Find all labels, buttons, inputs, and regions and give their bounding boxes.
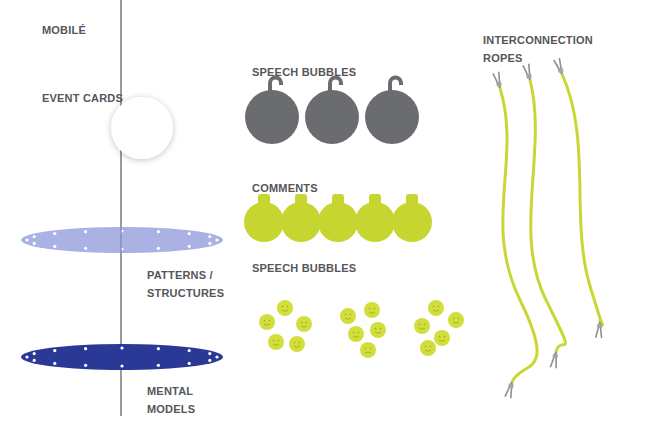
rope-clip xyxy=(523,64,533,81)
rope-clip xyxy=(554,58,565,75)
bubble-hook xyxy=(330,78,341,92)
face-bubble xyxy=(268,334,284,350)
face-bubble xyxy=(340,308,356,324)
face-bubble xyxy=(277,300,293,316)
part-label: COMMENTS xyxy=(252,179,412,197)
bubble-hook xyxy=(270,78,281,92)
mobile-axis xyxy=(120,227,122,253)
face-bubble xyxy=(414,318,430,334)
face-bubble xyxy=(448,312,464,328)
rope xyxy=(530,80,565,352)
part-label: PATTERNS / STRUCTURES xyxy=(147,266,229,302)
face-bubble xyxy=(259,314,275,330)
face-bubble xyxy=(364,302,380,318)
face-bubble xyxy=(360,342,376,358)
face-bubble xyxy=(296,316,312,332)
speech-bubble xyxy=(305,90,359,144)
disc-shape xyxy=(21,344,223,370)
rope-clips xyxy=(493,58,603,398)
part-label: SPEECH BUBBLES xyxy=(252,259,412,277)
disc-holes xyxy=(25,229,218,250)
mental-models-disc xyxy=(21,344,223,370)
speech-bubbles-gray xyxy=(245,78,419,144)
speech-bubble-clusters xyxy=(259,300,464,358)
face-bubble xyxy=(428,300,444,316)
speech-bubble xyxy=(365,90,419,144)
rope-clip xyxy=(493,72,503,89)
disc-shape xyxy=(21,227,223,253)
face-bubble xyxy=(348,326,364,342)
bubble-cluster xyxy=(340,302,386,358)
speech-bubble xyxy=(245,90,299,144)
rope-clip xyxy=(596,322,603,338)
comment xyxy=(392,202,432,242)
part-label: MOBILÉ xyxy=(42,21,162,39)
bubble-cluster xyxy=(259,300,312,352)
part-label: SPEECH BUBBLES xyxy=(252,63,412,81)
face-bubble xyxy=(289,336,305,352)
bubble-cluster xyxy=(414,300,464,356)
rope xyxy=(562,74,603,325)
event-card xyxy=(111,97,173,159)
patterns-disc xyxy=(21,227,223,253)
part-label: EVENT CARDS xyxy=(42,89,162,107)
part-label: INTERCONNECTION ROPES xyxy=(483,31,595,67)
comment xyxy=(281,202,321,242)
rope-clip xyxy=(505,381,515,398)
rope-clip xyxy=(550,351,559,368)
disc-holes xyxy=(25,346,218,367)
comment xyxy=(355,202,395,242)
comments xyxy=(244,194,432,242)
comment xyxy=(244,202,284,242)
part-label: MENTAL MODELS xyxy=(147,382,209,418)
face-bubble xyxy=(434,330,450,346)
face-bubble xyxy=(420,340,436,356)
interconnection-ropes xyxy=(500,74,603,382)
bubble-hook xyxy=(390,78,401,92)
comment xyxy=(318,202,358,242)
face-bubble xyxy=(370,322,386,338)
